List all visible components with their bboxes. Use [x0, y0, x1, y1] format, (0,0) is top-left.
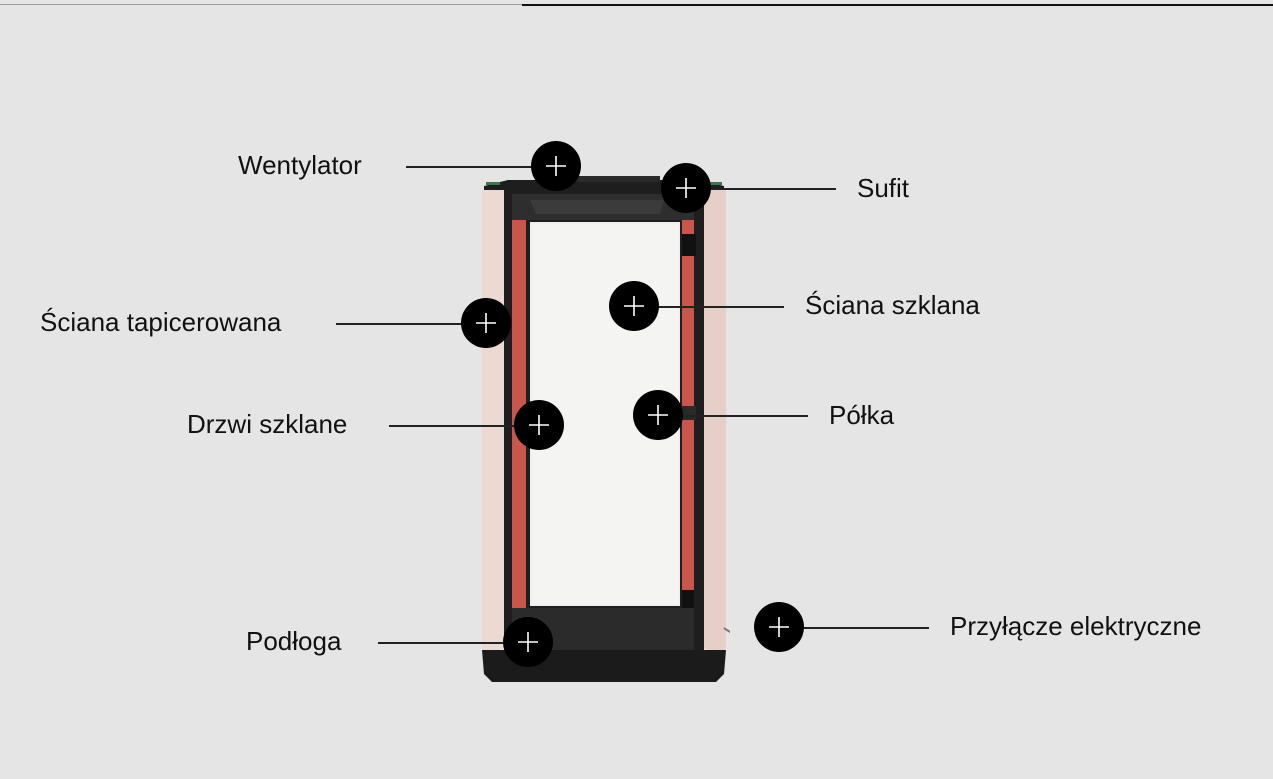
label-podloga: Podłoga: [246, 626, 342, 656]
top-divider-left: [0, 4, 522, 5]
hotspot-przylacze-elektryczne-button[interactable]: [754, 602, 804, 652]
plus-icon: [518, 632, 538, 652]
label-sciana-szklana: Ściana szklana: [805, 290, 980, 320]
plus-icon: [676, 178, 696, 198]
hotspot-drzwi-szklane-button[interactable]: [514, 400, 564, 450]
leader-line-sciana-tapicerowana: [336, 323, 462, 325]
label-sciana-tapicerowana: Ściana tapicerowana: [40, 307, 282, 337]
hotspot-podloga-button[interactable]: [503, 617, 553, 667]
label-wentylator: Wentylator: [238, 150, 362, 180]
top-divider-right: [522, 4, 1273, 6]
leader-line-sufit: [710, 188, 836, 190]
hotspot-sufit-button[interactable]: [661, 163, 711, 213]
hotspot-sciana-tapicerowana-button[interactable]: [461, 298, 511, 348]
plus-icon: [624, 296, 644, 316]
plus-icon: [476, 313, 496, 333]
hotspot-sciana-szklana-button[interactable]: [609, 281, 659, 331]
leader-line-polka: [682, 415, 808, 417]
hotspot-wentylator-button[interactable]: [531, 141, 581, 191]
plus-icon: [769, 617, 789, 637]
leader-line-przylacze-elektryczne: [803, 627, 929, 629]
leader-line-sciana-szklana: [658, 306, 784, 308]
leader-line-podloga: [378, 642, 504, 644]
plus-icon: [546, 156, 566, 176]
label-drzwi-szklane: Drzwi szklane: [187, 409, 348, 439]
hotspot-polka-button[interactable]: [633, 390, 683, 440]
leader-line-wentylator: [406, 166, 532, 168]
plus-icon: [648, 405, 668, 425]
label-polka: Półka: [829, 400, 895, 430]
label-przylacze-elektryczne: Przyłącze elektryczne: [950, 611, 1202, 641]
label-sufit: Sufit: [857, 173, 910, 203]
plus-icon: [529, 415, 549, 435]
leader-line-drzwi-szklane: [389, 425, 515, 427]
